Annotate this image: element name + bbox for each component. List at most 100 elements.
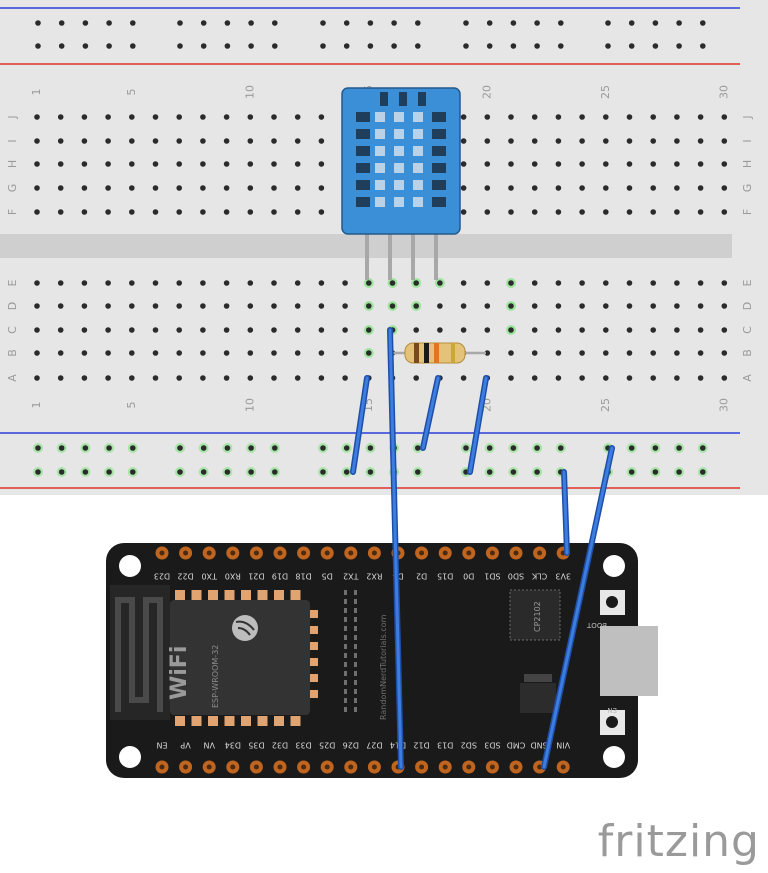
header-pin-hole: [159, 764, 165, 770]
breadboard-hole: [294, 138, 301, 144]
grill-slot: [399, 92, 407, 106]
breadboard-hole: [34, 375, 40, 381]
module-pad: [241, 716, 251, 726]
breadboard-hole: [460, 209, 467, 215]
breadboard-hole: [129, 375, 135, 381]
breadboard-hole: [555, 185, 562, 191]
column-label: 20: [480, 85, 493, 99]
breadboard-hole: [555, 280, 562, 286]
pin-label: D15: [437, 572, 453, 581]
breadboard-hole: [81, 375, 88, 381]
module-pad: [290, 590, 301, 600]
breadboard-hole: [721, 327, 728, 333]
rail-hole: [106, 445, 112, 451]
breadboard-hole: [460, 375, 467, 381]
breadboard-hole: [294, 303, 301, 309]
breadboard-hole: [484, 350, 491, 356]
breadboard-hole: [129, 114, 135, 120]
breadboard-hole: [105, 303, 111, 309]
wire: [421, 376, 440, 450]
pin-label: D13: [437, 741, 453, 750]
rail-hole: [463, 20, 469, 26]
breadboard-hole: [484, 303, 491, 309]
fritzing-logo: fritzing: [597, 816, 760, 867]
breadboard-hole: [555, 209, 562, 215]
breadboard-hole: [460, 303, 467, 309]
breadboard-hole: [508, 209, 514, 215]
rail-hole: [82, 43, 89, 49]
breadboard-hole: [413, 280, 420, 286]
column-label: 5: [125, 89, 138, 96]
breadboard-hole: [626, 138, 633, 144]
breadboard-hole: [437, 280, 443, 286]
rail-hole: [248, 445, 254, 451]
pcb-mark: [344, 689, 347, 694]
breadboard-hole: [152, 138, 159, 144]
breadboard-hole: [34, 185, 40, 191]
module-pad: [310, 674, 318, 682]
breadboard-hole: [223, 350, 230, 356]
pcb-mark: [344, 590, 347, 595]
rail-hole: [676, 445, 682, 451]
pin-label: VP: [180, 741, 190, 750]
breadboard-hole: [650, 138, 656, 144]
header-pin-hole: [560, 764, 566, 770]
header-pin-hole: [253, 764, 259, 770]
breadboard-hole: [650, 350, 656, 356]
antenna-trace: [115, 597, 163, 712]
breadboard-hole: [176, 185, 182, 191]
breadboard-hole: [152, 350, 159, 356]
rail-hole: [82, 20, 89, 26]
breadboard-hole: [579, 185, 585, 191]
breadboard-hole: [223, 161, 230, 167]
breadboard-hole: [247, 303, 254, 309]
boot-button-cap[interactable]: [606, 596, 618, 608]
module-pad: [175, 716, 185, 726]
column-label: 10: [243, 398, 256, 412]
en-button-cap[interactable]: [606, 716, 618, 728]
rail-hole: [320, 445, 326, 451]
breadboard-hole: [484, 209, 491, 215]
breadboard-hole: [176, 303, 182, 309]
wire: [468, 376, 488, 474]
breadboard-hole: [697, 138, 704, 144]
column-label: 5: [125, 402, 138, 409]
column-label: 1: [30, 89, 43, 96]
breadboard-hole: [271, 327, 277, 333]
breadboard-hole: [484, 138, 491, 144]
wire: [542, 446, 614, 769]
cp2102-chip: [509, 589, 561, 641]
rail-hole: [343, 469, 350, 475]
breadboard-hole: [721, 185, 728, 191]
column-label: 30: [717, 398, 730, 412]
breadboard-hole: [413, 375, 420, 381]
rail-hole: [272, 469, 278, 475]
breadboard-hole: [200, 138, 206, 144]
breadboard-hole: [531, 185, 538, 191]
grill-slot: [375, 197, 385, 207]
row-label: E: [741, 279, 754, 286]
pin-label: D12: [413, 741, 429, 750]
rail-hole: [510, 20, 517, 26]
breadboard-hole: [176, 280, 182, 286]
breadboard-hole: [105, 209, 111, 215]
rail-hole: [272, 43, 278, 49]
breadboard-hole: [129, 350, 135, 356]
pin-label: D5: [322, 572, 333, 581]
row-label: H: [6, 160, 19, 168]
breadboard-hole: [626, 350, 633, 356]
rail-hole: [58, 20, 65, 26]
pin-label: D33: [295, 741, 311, 750]
rail-hole: [82, 469, 89, 475]
breadboard-hole: [721, 375, 728, 381]
breadboard-hole: [294, 350, 301, 356]
breadboard-hole: [81, 114, 88, 120]
rail-hole: [106, 20, 112, 26]
grill-slot: [432, 146, 446, 156]
header-pin-hole: [253, 550, 259, 556]
rail-hole: [272, 445, 278, 451]
breadboard-hole: [318, 209, 325, 215]
header-pin-hole: [230, 764, 236, 770]
rail-hole: [534, 20, 540, 26]
pcb-mark: [354, 707, 357, 712]
